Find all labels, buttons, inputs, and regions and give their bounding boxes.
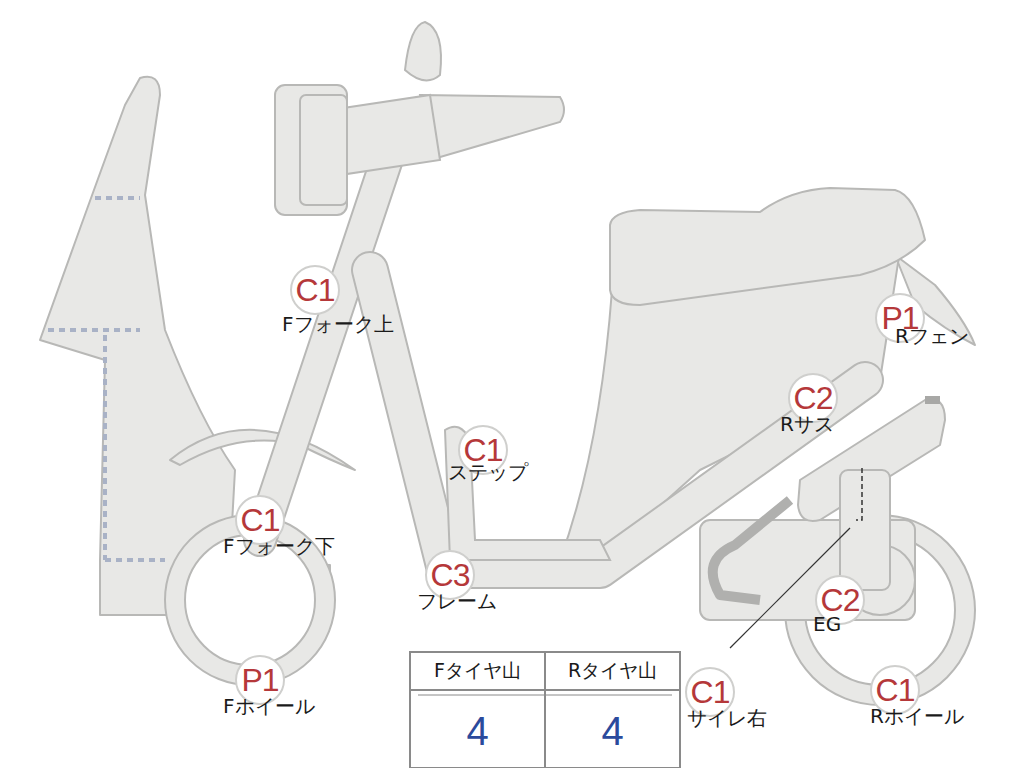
table-value: 4 [545, 695, 680, 768]
callout-badge: C1Fフォーク下 [235, 495, 285, 545]
callout-badge: C2EG [815, 575, 865, 625]
table-value: 4 [410, 695, 545, 768]
part-name: Fフォーク下 [223, 535, 335, 557]
callout-badge: C1ステップ [458, 425, 508, 475]
part-name: Fフォーク上 [282, 313, 394, 335]
table-header: Fタイヤ山 [410, 652, 545, 690]
part-name: ステップ [448, 461, 528, 483]
part-name: Rホイール [870, 705, 964, 727]
part-name: Rサス [780, 413, 834, 435]
callout-number: C1 [290, 265, 340, 315]
part-name: サイレ右 [687, 707, 767, 729]
part-name: フレーム [417, 590, 497, 612]
part-name: EG [813, 613, 841, 635]
callout-badge: C1Rホイール [870, 665, 920, 715]
callout-badge: P1Fホイール [235, 655, 285, 705]
callout-badge: C2Rサス [788, 373, 838, 423]
part-name: Rフェン [895, 325, 969, 347]
callout-badge: C1サイレ右 [685, 667, 735, 717]
callout-badge: P1Rフェン [875, 293, 925, 343]
table-header: Rタイヤ山 [545, 652, 680, 690]
callout-badge: C1Fフォーク上 [290, 265, 340, 315]
part-name: Fホイール [223, 695, 315, 717]
callout-badge: C3フレーム [425, 550, 475, 600]
